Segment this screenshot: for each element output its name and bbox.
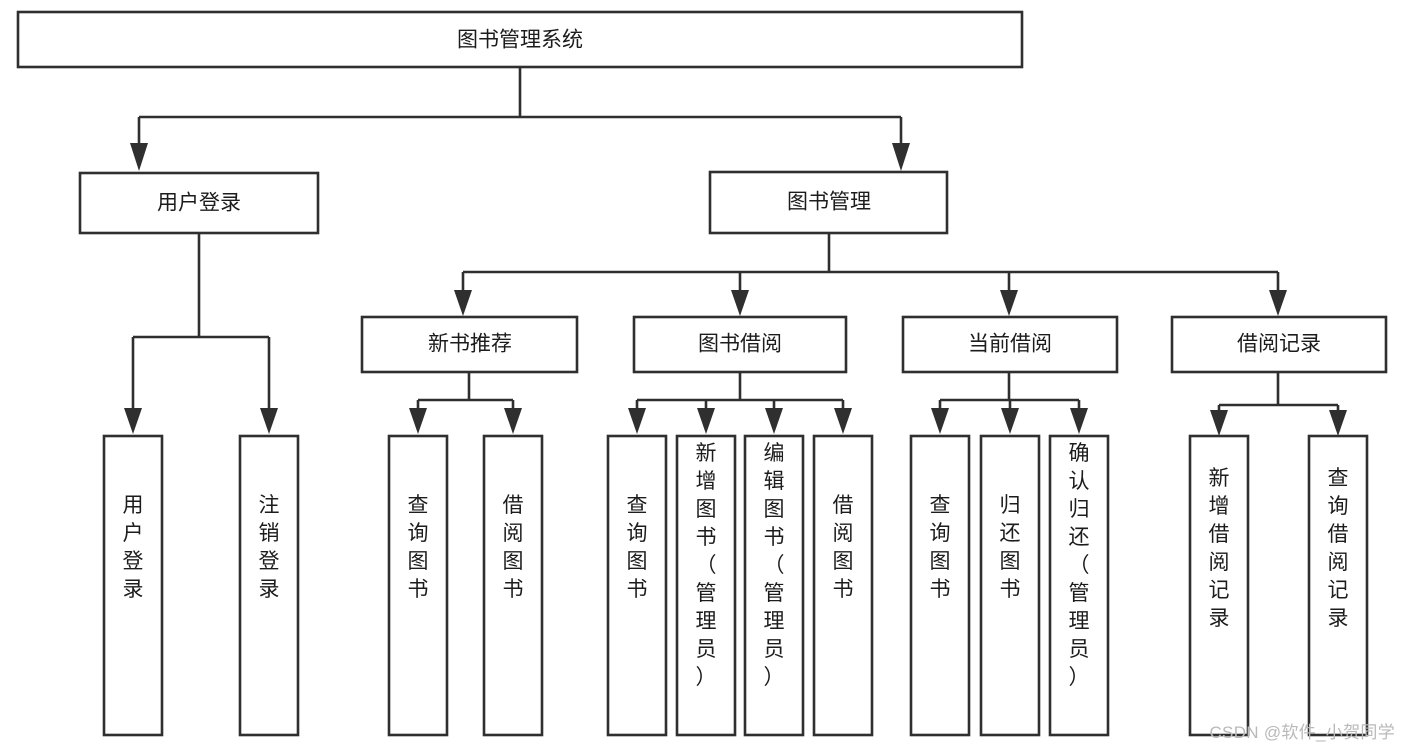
leaf-box-bb-edit-book[interactable] — [743, 434, 805, 737]
leaf-box-nbr-borrow-book[interactable] — [482, 434, 544, 737]
leaf-label-nbr-borrow-book: 借阅图书 — [503, 494, 524, 601]
book-management-box[interactable] — [708, 170, 949, 235]
arrowhead-bb-borrow — [834, 408, 852, 434]
leaf-node[interactable]: 确认归还（管理员） — [1048, 434, 1110, 737]
leaf-label-bb-edit-book: 编辑图书（管理员） — [764, 442, 785, 689]
arrowhead-borrow-record — [1269, 290, 1287, 316]
new-book-recommend-box[interactable] — [360, 315, 579, 374]
leaf-node[interactable]: 查询借阅记录 — [1307, 434, 1369, 737]
node-current-borrow[interactable]: 当前借阅 — [901, 315, 1119, 374]
arrowhead-new-book-rec — [454, 290, 472, 316]
leaf-label-logout: 注销登录 — [259, 494, 280, 601]
node-root[interactable]: 图书管理系统 — [16, 10, 1024, 69]
leaf-box-br-add-record[interactable] — [1188, 434, 1250, 737]
leaf-label-cb-return-book: 归还图书 — [1000, 494, 1021, 601]
leaf-node[interactable]: 借阅图书 — [482, 434, 544, 737]
arrowhead-cb-return — [1001, 408, 1019, 434]
leaf-box-cb-confirm-return[interactable] — [1048, 434, 1110, 737]
arrowhead-leaf-user-login — [124, 408, 142, 434]
leaf-node[interactable]: 编辑图书（管理员） — [743, 434, 805, 737]
leaf-box-user-login[interactable] — [102, 434, 164, 737]
arrowhead-newbook-query — [409, 408, 427, 434]
node-book-management[interactable]: 图书管理 — [708, 170, 949, 235]
node-book-borrow[interactable]: 图书借阅 — [632, 315, 848, 374]
leaf-box-nbr-query-book[interactable] — [387, 434, 449, 737]
leaf-label-user-login: 用户登录 — [123, 494, 144, 601]
edge-layer — [124, 67, 1347, 436]
root-box[interactable] — [16, 10, 1024, 69]
user-login-box[interactable] — [78, 171, 320, 235]
leaf-node[interactable]: 查询图书 — [606, 434, 668, 737]
book-borrow-box[interactable] — [632, 315, 848, 374]
arrowhead-br-query — [1329, 410, 1347, 436]
borrow-record-label: 借阅记录 — [1237, 333, 1321, 356]
user-login-label: 用户登录 — [157, 192, 241, 215]
leaf-label-cb-query-book: 查询图书 — [930, 494, 951, 601]
arrowhead-book-mgmt — [892, 143, 910, 171]
arrowhead-user-login — [130, 143, 148, 171]
arrowhead-leaf-logout — [260, 408, 278, 434]
node-borrow-record[interactable]: 借阅记录 — [1170, 315, 1388, 374]
leaf-node[interactable]: 注销登录 — [238, 434, 300, 737]
arrowhead-bb-query — [628, 408, 646, 434]
leaf-node[interactable]: 新增借阅记录 — [1188, 434, 1250, 737]
leaf-label-bb-query-book: 查询图书 — [627, 494, 648, 601]
leaf-label-cb-confirm-return: 确认归还（管理员） — [1069, 442, 1090, 689]
leaf-box-cb-return-book[interactable] — [979, 434, 1041, 737]
borrow-record-box[interactable] — [1170, 315, 1388, 374]
leaf-box-bb-query-book[interactable] — [606, 434, 668, 737]
leaf-label-br-query-record: 查询借阅记录 — [1328, 467, 1349, 630]
leaf-label-br-add-record: 新增借阅记录 — [1209, 467, 1230, 630]
arrowhead-current-borrow — [1000, 290, 1018, 316]
arrowhead-br-add — [1210, 410, 1228, 436]
current-borrow-box[interactable] — [901, 315, 1119, 374]
root-label: 图书管理系统 — [457, 29, 583, 52]
new-book-recommend-label: 新书推荐 — [428, 333, 512, 356]
csdn-watermark: CSDN @软件_小贺同学 — [1209, 723, 1395, 742]
arrowhead-newbook-borrow — [504, 408, 522, 434]
node-new-book-recommend[interactable]: 新书推荐 — [360, 315, 579, 374]
arrowhead-cb-query — [931, 408, 949, 434]
current-borrow-label: 当前借阅 — [968, 333, 1052, 356]
leaf-box-logout[interactable] — [238, 434, 300, 737]
arrowhead-cb-confirm — [1070, 408, 1088, 434]
leaf-label-nbr-query-book: 查询图书 — [408, 494, 429, 601]
arrowhead-book-borrow — [731, 290, 749, 316]
node-user-login[interactable]: 用户登录 — [78, 171, 320, 235]
leaf-box-bb-borrow-book[interactable] — [812, 434, 874, 737]
book-management-label: 图书管理 — [787, 191, 871, 214]
leaf-label-bb-add-book: 新增图书（管理员） — [696, 442, 717, 689]
book-borrow-label: 图书借阅 — [698, 333, 782, 356]
leaf-node[interactable]: 新增图书（管理员） — [675, 434, 737, 737]
leaf-box-cb-query-book[interactable] — [909, 434, 971, 737]
leaf-node[interactable]: 归还图书 — [979, 434, 1041, 737]
arrowhead-bb-edit — [765, 408, 783, 434]
leaf-box-br-query-record[interactable] — [1307, 434, 1369, 737]
leaf-node[interactable]: 查询图书 — [387, 434, 449, 737]
leaf-label-bb-borrow-book: 借阅图书 — [833, 494, 854, 601]
leaf-node[interactable]: 查询图书 — [909, 434, 971, 737]
leaf-node[interactable]: 借阅图书 — [812, 434, 874, 737]
leaf-box-bb-add-book[interactable] — [675, 434, 737, 737]
leaf-node[interactable]: 用户登录 — [102, 434, 164, 737]
arrowhead-bb-add — [697, 408, 715, 434]
